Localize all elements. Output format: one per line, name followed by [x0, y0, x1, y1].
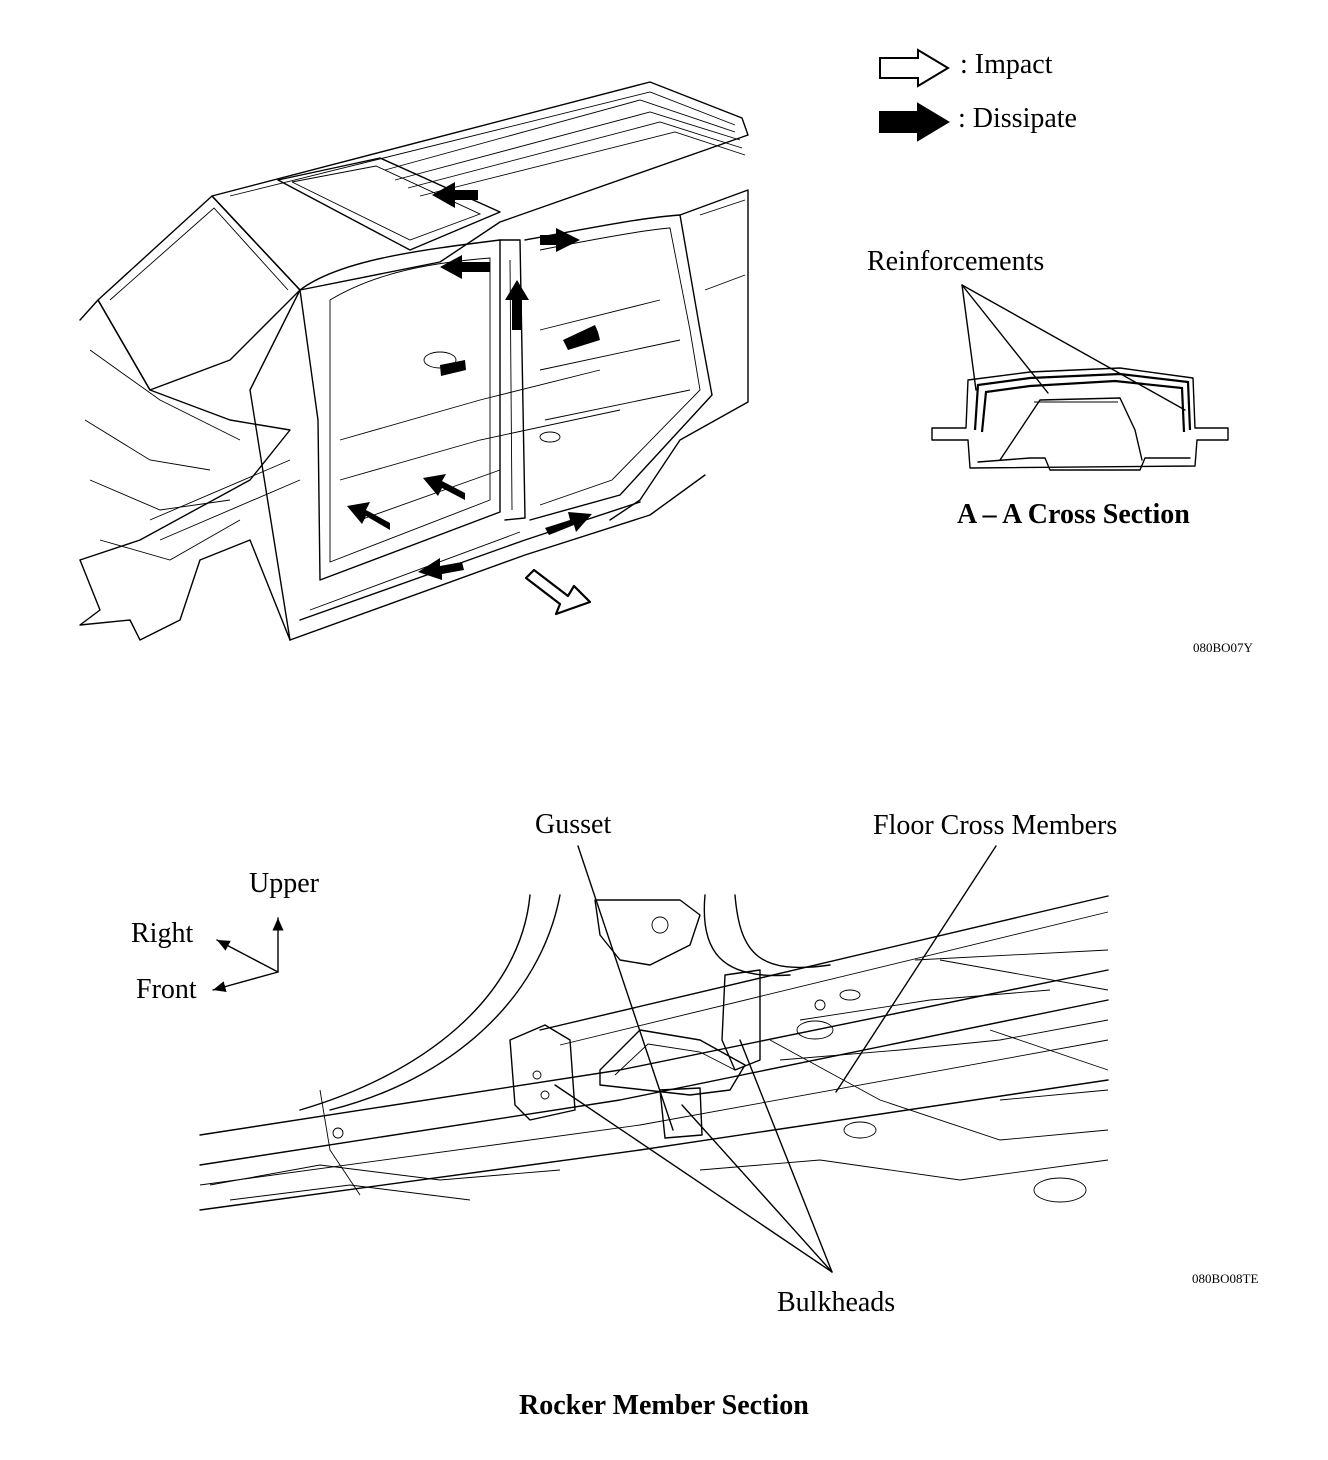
impact-arrow	[524, 568, 592, 616]
hollow-arrow-icon	[879, 48, 950, 88]
top-figure-code: 080BO07Y	[1193, 640, 1253, 655]
bottom-figure-code: 080BO08TE	[1192, 1271, 1259, 1286]
orientation-front-label: Front	[136, 974, 197, 1005]
orientation-right-label: Right	[131, 918, 194, 949]
orientation-upper-label: Upper	[249, 868, 319, 899]
floor-cross-members-label: Floor Cross Members	[873, 810, 1118, 841]
legend-impact-label: : Impact	[960, 49, 1053, 80]
legend-dissipate-label: : Dissipate	[958, 103, 1077, 134]
gusset-label: Gusset	[535, 809, 612, 840]
orientation-axes	[212, 917, 284, 993]
solid-arrow-icon	[879, 102, 950, 142]
figure-caption: Rocker Member Section	[519, 1390, 809, 1421]
cross-section-title: A – A Cross Section	[957, 499, 1190, 530]
leader-lines	[554, 845, 997, 1273]
car-body-illustration	[79, 48, 1229, 641]
cross-section-drawing	[931, 284, 1229, 471]
bulkheads-label: Bulkheads	[777, 1287, 896, 1318]
dissipate-arrows	[347, 182, 600, 580]
reinforcements-label: Reinforcements	[867, 246, 1045, 277]
